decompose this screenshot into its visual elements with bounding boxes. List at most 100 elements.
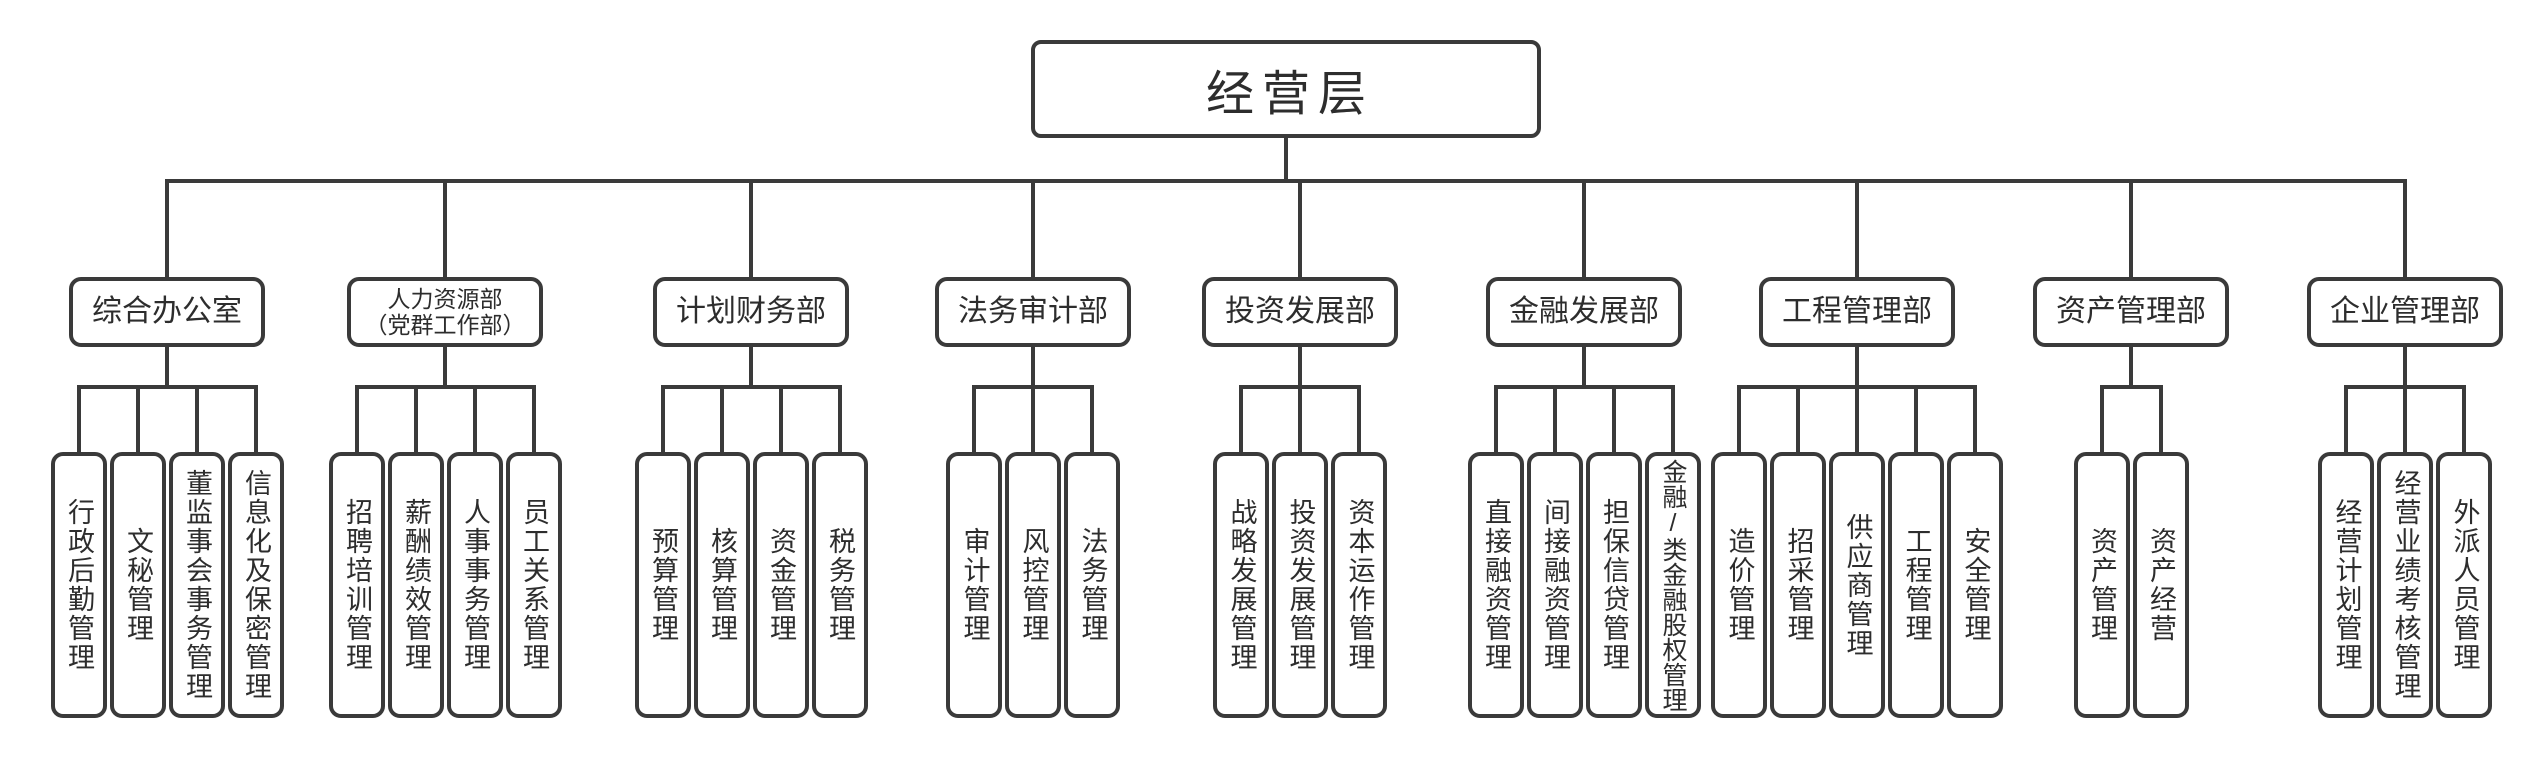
- connector-line: [1298, 345, 1302, 389]
- department-label: 综合办公室: [92, 294, 242, 328]
- sub-department-label: 资产经营: [2146, 527, 2176, 643]
- connector-line: [1239, 385, 1361, 389]
- sub-department-label: 预算管理: [648, 527, 678, 643]
- sub-department-box: 文秘管理: [109, 452, 166, 718]
- sub-department-label: 董监事会事务管理: [182, 469, 212, 701]
- sub-department-box: 投资发展管理: [1272, 452, 1328, 718]
- department-box: 投资发展部: [1202, 277, 1398, 347]
- department-label: 法务审计部: [958, 294, 1108, 328]
- connector-line: [972, 389, 976, 454]
- department-box: 金融发展部: [1486, 277, 1682, 347]
- connector-line: [972, 385, 1094, 389]
- department-box: 工程管理部: [1759, 277, 1955, 347]
- sub-department-label: 人事事务管理: [460, 498, 490, 672]
- sub-department-box: 信息化及保密管理: [227, 452, 284, 718]
- sub-department-box: 审计管理: [946, 452, 1002, 718]
- connector-line: [1737, 389, 1741, 454]
- connector-line: [1855, 345, 1859, 389]
- connector-line: [1493, 389, 1498, 454]
- connector-line: [2099, 385, 2163, 389]
- sub-department-box: 担保信贷管理: [1585, 452, 1642, 718]
- sub-department-label: 行政后勤管理: [64, 498, 94, 672]
- connector-line: [165, 183, 169, 279]
- sub-department-label: 税务管理: [825, 527, 855, 643]
- connector-line: [1737, 385, 1977, 389]
- connector-line: [1973, 389, 1977, 454]
- sub-department-label: 文秘管理: [123, 527, 153, 643]
- sub-department-label: 担保信贷管理: [1599, 498, 1629, 672]
- connector-line: [1855, 389, 1859, 454]
- sub-department-label: 战略发展管理: [1226, 498, 1257, 672]
- sub-department-label: 审计管理: [959, 527, 990, 643]
- connector-line: [2344, 389, 2348, 454]
- sub-department-box: 资产经营: [2132, 452, 2189, 718]
- department-box: 综合办公室: [69, 277, 265, 347]
- connector-line: [1031, 183, 1035, 279]
- department-label: 工程管理部: [1782, 294, 1932, 328]
- connector-line: [472, 389, 477, 454]
- department-box: 人力资源部 （党群工作部）: [347, 277, 543, 347]
- department-label: 金融发展部: [1509, 294, 1659, 328]
- sub-department-box: 薪酬绩效管理: [387, 452, 444, 718]
- connector-line: [749, 183, 753, 279]
- sub-department-label: 造价管理: [1724, 527, 1755, 643]
- connector-line: [2462, 389, 2466, 454]
- connector-line: [1031, 345, 1035, 389]
- connector-line: [1796, 389, 1800, 454]
- sub-department-label: 供应商管理: [1842, 512, 1873, 658]
- sub-department-label: 招聘培训管理: [342, 498, 372, 672]
- sub-department-box: 资产管理: [2073, 452, 2130, 718]
- sub-department-box: 造价管理: [1711, 452, 1767, 718]
- connector-line: [1582, 183, 1586, 279]
- sub-department-box: 经营业绩考核管理: [2377, 452, 2433, 718]
- connector-line: [165, 345, 169, 389]
- connector-line: [2158, 389, 2163, 454]
- connector-line: [1298, 183, 1302, 279]
- department-label: 企业管理部: [2330, 294, 2480, 328]
- connector-line: [1552, 389, 1557, 454]
- sub-department-box: 预算管理: [634, 452, 691, 718]
- sub-department-box: 风控管理: [1005, 452, 1061, 718]
- connector-line: [165, 179, 2407, 183]
- connector-line: [76, 389, 81, 454]
- connector-line: [354, 389, 359, 454]
- sub-department-box: 董监事会事务管理: [168, 452, 225, 718]
- connector-line: [354, 385, 536, 389]
- connector-line: [1611, 389, 1616, 454]
- sub-department-label: 经营业绩考核管理: [2390, 469, 2421, 701]
- connector-line: [1670, 389, 1675, 454]
- connector-line: [76, 385, 258, 389]
- sub-department-box: 法务管理: [1064, 452, 1120, 718]
- sub-department-box: 资金管理: [752, 452, 809, 718]
- sub-department-label: 直接融资管理: [1481, 498, 1511, 672]
- connector-line: [1031, 389, 1035, 454]
- connector-line: [2344, 385, 2466, 389]
- sub-department-box: 外派人员管理: [2436, 452, 2492, 718]
- sub-department-box: 核算管理: [693, 452, 750, 718]
- connector-line: [531, 389, 536, 454]
- connector-line: [1855, 183, 1859, 279]
- sub-department-label: 法务管理: [1077, 527, 1108, 643]
- sub-department-label: 员工关系管理: [519, 498, 549, 672]
- sub-department-box: 供应商管理: [1829, 452, 1885, 718]
- connector-line: [253, 389, 258, 454]
- connector-line: [2403, 389, 2407, 454]
- connector-line: [660, 385, 842, 389]
- department-box: 计划财务部: [653, 277, 849, 347]
- connector-line: [2129, 345, 2133, 389]
- connector-line: [1914, 389, 1918, 454]
- connector-line: [443, 345, 447, 389]
- connector-line: [1090, 389, 1094, 454]
- sub-department-label: 资金管理: [766, 527, 796, 643]
- department-label: 资产管理部: [2056, 294, 2206, 328]
- department-label: 人力资源部: [387, 285, 503, 312]
- root-label: 经营层: [1205, 68, 1374, 121]
- connector-line: [719, 389, 724, 454]
- sub-department-label: 资本运作管理: [1344, 498, 1375, 672]
- connector-line: [837, 389, 842, 454]
- connector-line: [2099, 389, 2104, 454]
- sub-department-box: 员工关系管理: [505, 452, 562, 718]
- department-label: 计划财务部: [676, 294, 826, 328]
- connector-line: [2403, 345, 2407, 389]
